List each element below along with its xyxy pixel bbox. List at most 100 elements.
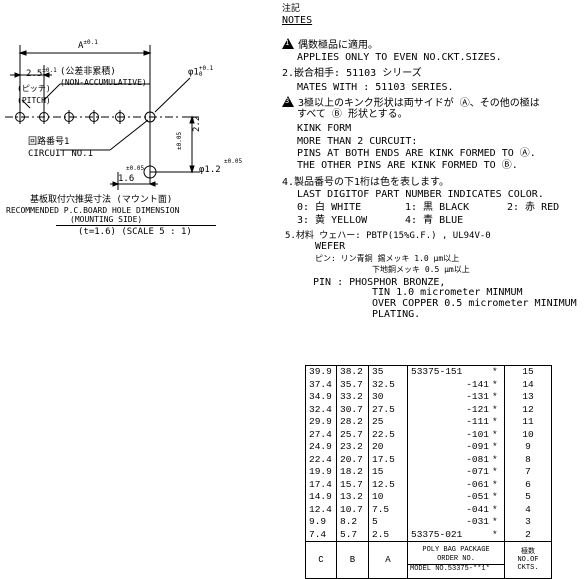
note4-color0: 0: 白 WHITE <box>297 202 362 213</box>
circuit-en: CIRCUIT NO.1 <box>28 149 94 159</box>
cell-b: 20.7 <box>336 453 369 466</box>
boss-dia: φ1.2 <box>199 165 221 175</box>
boss-dia-tol: ±0.05 <box>224 158 243 165</box>
cell-b: 13.2 <box>336 491 369 504</box>
cell-star: * <box>492 416 505 429</box>
header-c: C <box>305 541 337 579</box>
cell-order-no: -131 <box>407 391 492 404</box>
dim-16: 1.6 <box>118 174 135 184</box>
cell-b: 23.2 <box>336 441 369 454</box>
cell-b: 5.7 <box>336 528 369 542</box>
cell-c: 34.9 <box>305 391 337 404</box>
cell-order-no: -141 <box>407 378 492 391</box>
cell-c: 17.4 <box>305 478 337 491</box>
cell-a: 22.5 <box>368 428 408 441</box>
cell-b: 10.7 <box>336 503 369 516</box>
cell-c: 39.9 <box>305 365 337 379</box>
cell-ckts: 9 <box>504 441 552 454</box>
drawing-title-en1: RECOMMENDED P.C.BOARD HOLE DIMENSION <box>6 206 180 215</box>
note4-color4: 4: 青 BLUE <box>405 215 464 226</box>
note2-en: MATES WITH : 51103 SERIES. <box>297 82 454 93</box>
cell-star: * <box>492 428 505 441</box>
cell-a: 27.5 <box>368 403 408 416</box>
note4-en: LAST DIGITOF PART NUMBER INDICATES COLOR… <box>297 189 544 200</box>
note3-en4: THE OTHER PINS ARE KINK FORMED TO Ⓑ. <box>297 160 518 171</box>
cell-c: 24.9 <box>305 441 337 454</box>
notes-heading-jp: 注記 <box>282 4 301 14</box>
cell-star: * <box>492 453 505 466</box>
header-order2: ORDER NO. <box>437 555 475 563</box>
dim-a: A±0.1 <box>78 39 98 51</box>
cell-star: * <box>492 491 505 504</box>
cell-star: * <box>492 403 505 416</box>
header-a: A <box>368 541 408 579</box>
cell-c: 7.4 <box>305 528 337 542</box>
cell-order-no: -121 <box>407 403 492 416</box>
note5-pin2: TIN 1.0 micrometer MINMUM <box>372 287 523 298</box>
header-order-no: POLY BAG PACKAGE ORDER NO. MODEL NO.5337… <box>407 541 505 579</box>
cell-order-no: -101 <box>407 428 492 441</box>
cell-ckts: 8 <box>504 453 552 466</box>
note5-line2: WEFER <box>315 241 346 252</box>
note5-line1: 5.材料 ウェハー: PBTP(15%G.F.) , UL94V-0 <box>285 231 491 241</box>
cell-b: 18.2 <box>336 466 369 479</box>
dim-16-tol: ±0.05 <box>126 165 145 172</box>
note2-jp: 2.嵌合相手: 51103 シリーズ <box>282 68 422 79</box>
pitch-en: (PITCH) <box>17 96 51 105</box>
cell-c: 37.4 <box>305 378 337 391</box>
cell-ckts: 5 <box>504 491 552 504</box>
drawing-title-jp: 基板取付穴推奨寸法 (マウント面) <box>30 195 173 205</box>
note5-pin1: PIN : PHOSPHOR BRONZE, <box>313 277 446 288</box>
note4-color2: 2: 赤 RED <box>507 202 560 213</box>
cell-ckts: 14 <box>504 378 552 391</box>
notes-heading-en: NOTES <box>282 15 313 26</box>
note1-en: APPLIES ONLY TO EVEN NO.CKT.SIZES. <box>297 52 502 63</box>
header-b: B <box>336 541 369 579</box>
cell-star: * <box>492 378 505 391</box>
cell-c: 14.9 <box>305 491 337 504</box>
cell-ckts: 12 <box>504 403 552 416</box>
hole-dimension-drawing <box>5 45 200 190</box>
cell-ckts: 13 <box>504 391 552 404</box>
cell-ckts: 3 <box>504 516 552 529</box>
cell-b: 33.2 <box>336 391 369 404</box>
cell-a: 25 <box>368 416 408 429</box>
cell-b: 15.7 <box>336 478 369 491</box>
cell-ckts: 10 <box>504 428 552 441</box>
pitch-jp: (ピッチ) <box>17 84 51 93</box>
note5-pin3: OVER COPPER 0.5 micrometer MINIMUM <box>372 298 577 309</box>
cell-ckts: 2 <box>504 528 552 542</box>
cell-b: 30.7 <box>336 403 369 416</box>
note3-en3: PINS AT BOTH ENDS ARE KINK FORMED TO Ⓐ. <box>297 148 536 159</box>
cell-star: * <box>492 441 505 454</box>
cell-star: * <box>492 503 505 516</box>
note5-line4: 下地銅メッキ 0.5 μm以上 <box>372 265 470 274</box>
header-ckt2: NO.OF <box>517 556 539 564</box>
header-ckts: 極数 NO.OF CKTS. <box>504 541 552 579</box>
drawing-title-underline <box>56 225 216 226</box>
cell-star: * <box>492 478 505 491</box>
note4-jp: 4.製品番号の下1桁は色を表します。 <box>282 177 450 188</box>
cell-ckts: 11 <box>504 416 552 429</box>
header-model: MODEL NO.53375-**1* <box>408 564 504 574</box>
part-number-table-header: C B A POLY BAG PACKAGE ORDER NO. MODEL N… <box>305 541 552 579</box>
cell-c: 27.4 <box>305 428 337 441</box>
cell-a: 35 <box>368 365 408 379</box>
cell-order-no: -051 <box>407 491 492 504</box>
cell-order-no: 53375-021 <box>407 528 492 542</box>
cell-c: 32.4 <box>305 403 337 416</box>
dim-pitch: 2.5±0.1 <box>26 67 57 79</box>
